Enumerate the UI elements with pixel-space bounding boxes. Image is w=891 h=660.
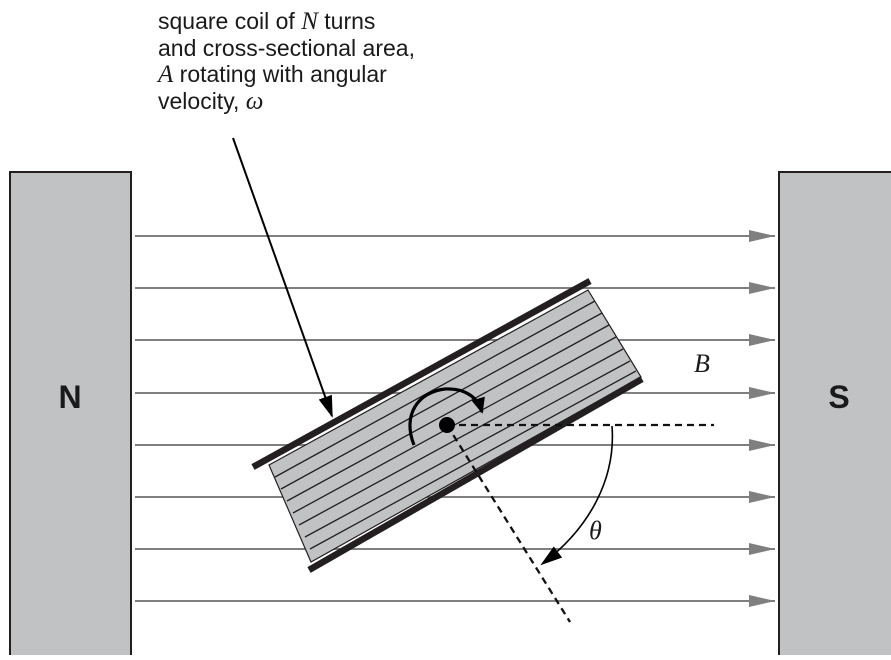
- rotation-axis-dot: [439, 417, 455, 433]
- coil: [251, 278, 644, 573]
- rotation-arrow: [408, 387, 485, 446]
- south-pole-magnet: [778, 171, 891, 660]
- angle-arc: [540, 425, 614, 566]
- angle-label: θ: [589, 516, 602, 545]
- north-pole-label: N: [58, 379, 81, 415]
- coil-top-edge: [251, 278, 592, 470]
- caption-line-2: and cross-sectional area,: [158, 35, 415, 61]
- coil-bottom-edge: [307, 376, 644, 573]
- coil-caption: square coil of N turns and cross-section…: [158, 8, 578, 115]
- field-lines: [135, 230, 775, 607]
- caption-line-3: A rotating with angular: [158, 61, 387, 88]
- south-pole-label: S: [828, 379, 849, 415]
- caption-line-4: velocity, ω: [158, 88, 264, 115]
- caption-pointer-arrow: [232, 137, 333, 418]
- normal-dashed-line: [446, 424, 571, 623]
- north-pole-magnet: [9, 171, 132, 660]
- field-label: B: [694, 349, 710, 378]
- caption-line-1: square coil of N turns: [158, 8, 376, 35]
